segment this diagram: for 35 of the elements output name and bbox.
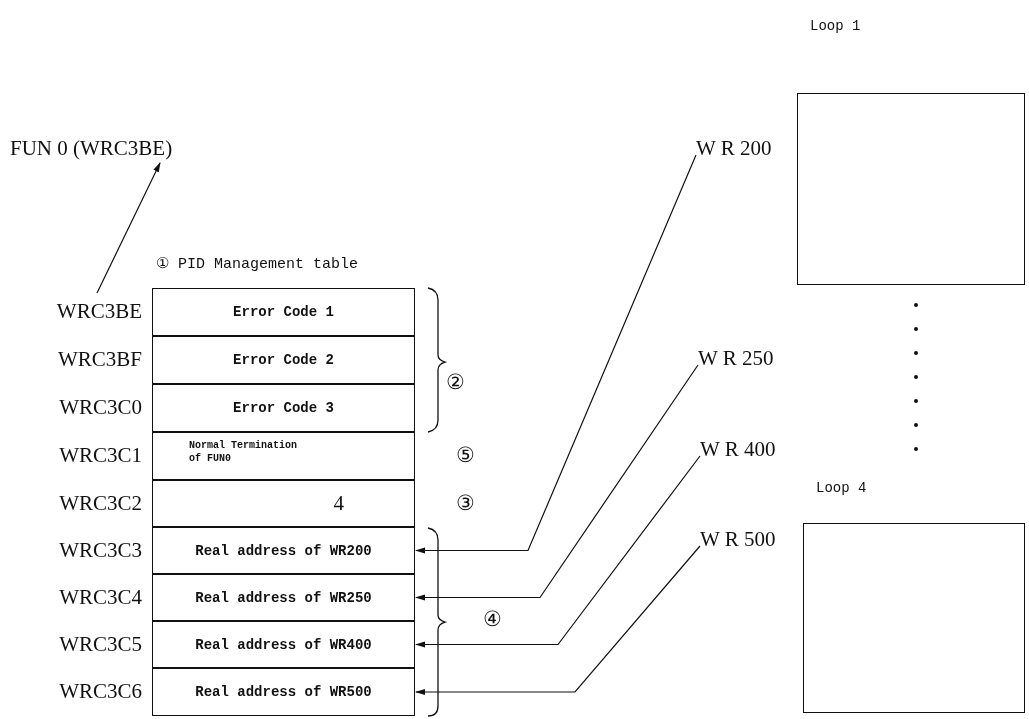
address-label: WRC3C3 (58, 537, 142, 563)
table-cell: Error Code 3 (152, 384, 415, 432)
register-label: W R 400 (700, 437, 776, 462)
table-cell: Real address of WR400 (152, 621, 415, 668)
register-label: W R 250 (698, 346, 774, 371)
loop-label: Loop 4 (816, 480, 867, 496)
address-label: WRC3BE (55, 299, 142, 324)
table-cell: Normal Termination of FUN0 (152, 432, 415, 480)
address-label: WRC3C0 (58, 395, 142, 420)
value-cell: 4 (152, 480, 415, 527)
address-label: WRC3C5 (58, 631, 142, 657)
table-cell: Real address of WR250 (152, 574, 415, 621)
table-cell: Error Code 2 (152, 336, 415, 384)
address-label: WRC3C1 (58, 443, 142, 468)
callout-number: ⑤ (456, 443, 475, 468)
register-label: W R 500 (700, 527, 776, 552)
address-label: WRC3C4 (58, 584, 142, 610)
callout-number: ④ (483, 607, 502, 632)
table-cell: Error Code 1 (152, 288, 415, 336)
function-label: FUN 0 (WRC3BE) (10, 136, 173, 161)
loop-label: Loop 1 (810, 18, 861, 34)
arrow (415, 545, 701, 695)
register-label: W R 200 (696, 136, 772, 161)
callout-number: ② (446, 370, 465, 395)
arrow (96, 162, 161, 294)
address-label: WRC3C2 (58, 490, 142, 516)
arrow (415, 364, 699, 601)
address-label: WRC3C6 (58, 679, 142, 704)
callout-number: ③ (456, 491, 475, 516)
address-label: WRC3BF (56, 347, 142, 372)
arrow (415, 455, 701, 648)
table-cell: Real address of WR500 (152, 668, 415, 716)
arrow (415, 154, 697, 554)
table-cell: Real address of WR200 (152, 527, 415, 574)
table-heading: ① PID Management table (156, 255, 359, 273)
